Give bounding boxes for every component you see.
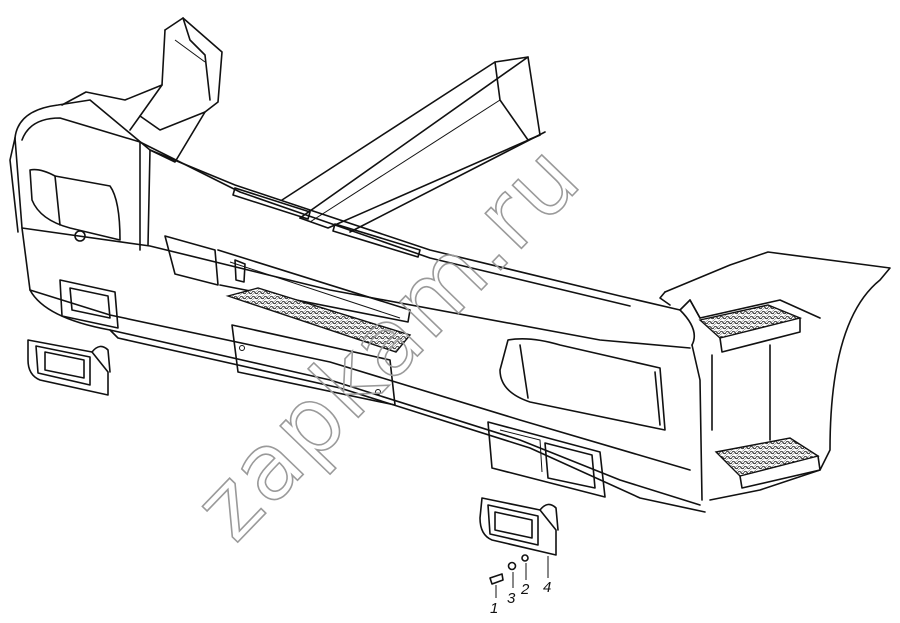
callout-2: 2 — [520, 581, 530, 598]
leader-lines — [495, 556, 549, 598]
callout-labels: 1 3 2 4 — [490, 579, 551, 617]
frame-rails — [281, 56, 546, 233]
washer-icon — [507, 561, 517, 571]
left-lamp-unit — [27, 339, 111, 396]
fasteners — [489, 554, 529, 585]
callout-4: 4 — [543, 579, 551, 596]
right-lamp-unit — [479, 497, 559, 556]
right-step-assembly — [659, 251, 891, 501]
callout-1: 1 — [490, 600, 498, 617]
left-mounting-bracket — [61, 17, 223, 163]
nut-icon — [521, 554, 529, 562]
bolt-icon — [489, 573, 504, 585]
callout-3: 3 — [507, 590, 516, 607]
